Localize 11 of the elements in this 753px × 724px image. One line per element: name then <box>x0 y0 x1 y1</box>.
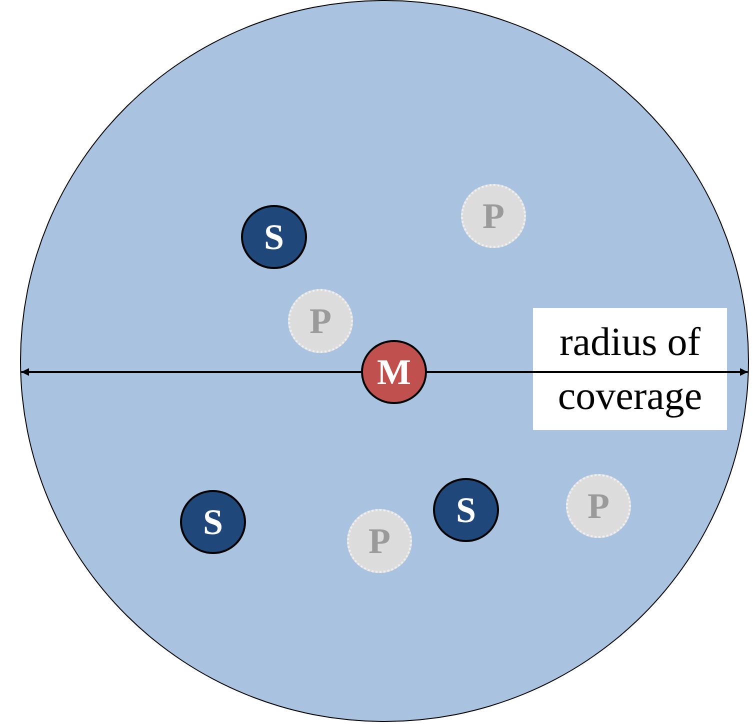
edge-label: radius of coverage <box>533 308 727 430</box>
node-circle: P <box>461 184 526 248</box>
node-circle: S <box>433 478 499 542</box>
node-circle: P <box>566 474 631 538</box>
node-circle: M <box>361 340 427 404</box>
node-circle: P <box>288 289 353 353</box>
node-circle: P <box>347 509 412 573</box>
arrow <box>21 368 361 376</box>
arrow <box>427 368 748 376</box>
node-circle: S <box>241 205 307 269</box>
node-circle: S <box>180 490 246 554</box>
